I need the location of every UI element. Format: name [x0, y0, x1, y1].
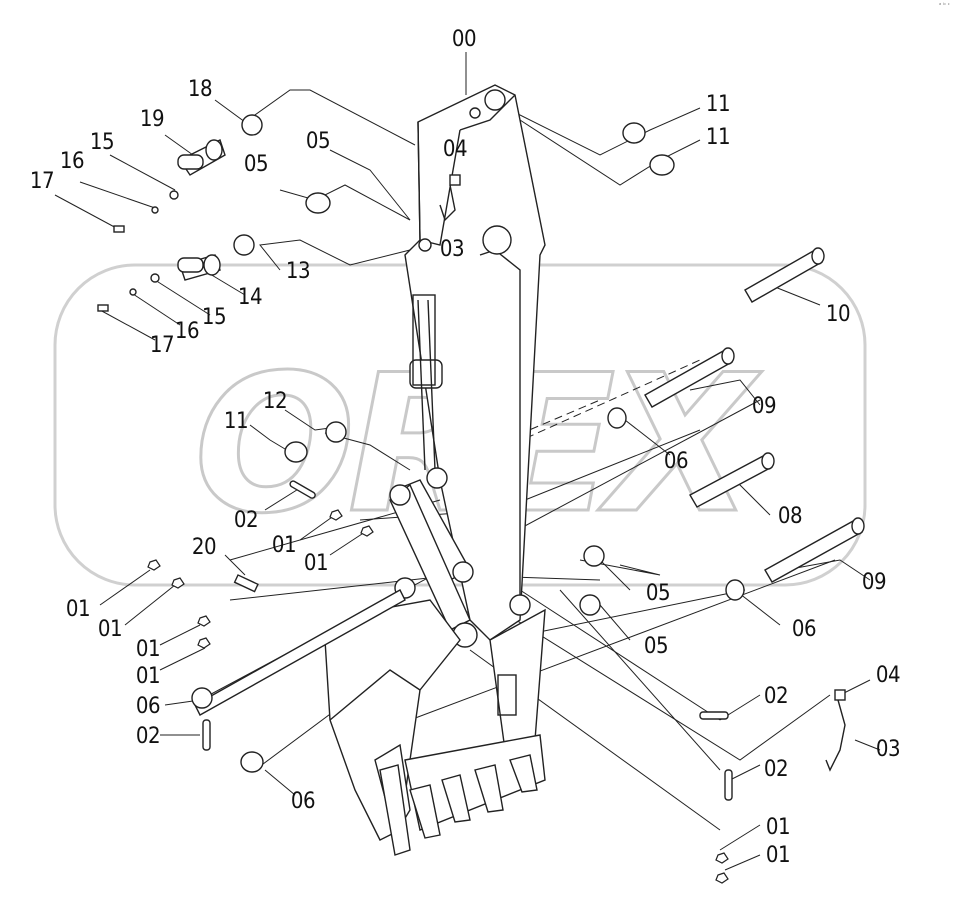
leader-lines — [54, 52, 881, 871]
rings — [97, 114, 745, 773]
arm-body — [404, 84, 546, 641]
bucket-teeth — [379, 754, 538, 856]
bucket-linkage — [389, 467, 546, 751]
nuts — [147, 509, 729, 884]
pins — [177, 139, 865, 801]
bucket — [324, 599, 546, 856]
